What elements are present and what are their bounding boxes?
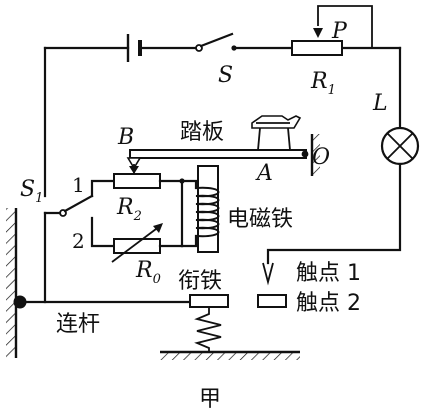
- ground-floor: [160, 350, 300, 360]
- point-b-label: B: [117, 125, 134, 150]
- branch-2-label: 2: [72, 229, 85, 253]
- switch-s1-label: S1: [20, 177, 43, 206]
- battery-icon: [126, 34, 142, 62]
- rheostat-r2: [90, 164, 184, 198]
- rheostat-r1: [291, 5, 373, 56]
- pedal-label: 踏板: [180, 120, 224, 145]
- point-a-label: A: [255, 161, 273, 186]
- armature-label: 衔铁: [178, 269, 222, 294]
- switch-s-label: S: [218, 63, 233, 88]
- contact-1-label: 触点 1: [296, 261, 361, 286]
- left-wall: [6, 208, 27, 358]
- slider-p-label: P: [331, 19, 348, 44]
- lamp-label: L: [372, 91, 388, 116]
- switch-s: [195, 32, 237, 52]
- rod-label: 连杆: [56, 312, 100, 337]
- pedal-lever: [126, 134, 320, 176]
- r2-label: R2: [116, 195, 142, 224]
- pivot-o-label: O: [312, 145, 330, 170]
- top-wire: [43, 46, 402, 198]
- variable-resistor-r0: [90, 216, 184, 263]
- contact-2-icon: [257, 294, 287, 308]
- switch-s1: [43, 194, 94, 217]
- armature-icon: [189, 294, 229, 308]
- contact-1-icon: [262, 262, 274, 286]
- foot-icon: [251, 115, 302, 151]
- lamp-to-contact1-wire: [266, 162, 402, 265]
- r0-label: R0: [135, 258, 161, 287]
- r1-label: R1: [310, 69, 336, 98]
- figure-caption: 甲: [199, 387, 221, 412]
- electromagnet-label: 电磁铁: [227, 207, 293, 232]
- spring-icon: [194, 307, 222, 352]
- coil-junction-wires: [179, 178, 198, 248]
- electromagnet-icon: [195, 165, 220, 253]
- lamp-icon: [380, 126, 420, 166]
- branch-1-label: 1: [72, 173, 85, 197]
- contact-2-label: 触点 2: [296, 291, 361, 316]
